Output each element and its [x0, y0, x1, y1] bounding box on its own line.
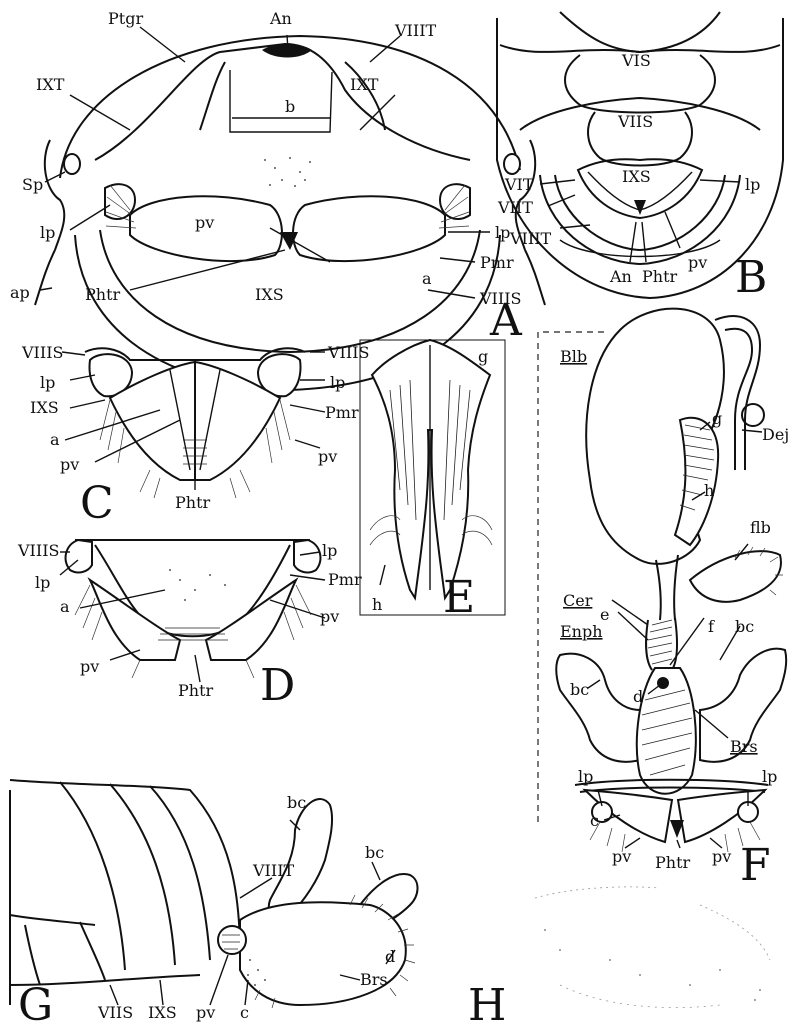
label-enph: Enph	[560, 622, 603, 641]
label-lp-right: lp	[330, 373, 345, 392]
label-pv-right: pv	[318, 447, 337, 466]
label-bc-lower: bc	[365, 843, 384, 862]
label-sp: Sp	[22, 175, 43, 194]
figure-a: Ptgr An VIIIT IXT IXT b Sp lp lp pv Pmr …	[10, 9, 545, 390]
label-lp-right: lp	[495, 223, 510, 242]
panel-letter-f: F	[740, 840, 771, 891]
panel-letter-g: G	[18, 980, 53, 1027]
label-viiit: VIIIT	[252, 861, 295, 880]
figure-e: g h E	[360, 340, 505, 623]
panel-letter-d: D	[260, 660, 295, 711]
label-b: b	[285, 97, 295, 116]
label-pv-left: pv	[612, 847, 631, 866]
label-h: h	[372, 595, 382, 614]
label-c: c	[590, 811, 599, 830]
label-brs: Brs	[360, 970, 388, 989]
label-phtr: Phtr	[175, 493, 211, 512]
label-viit: VIIT	[497, 198, 533, 217]
label-pv-left: pv	[80, 657, 99, 676]
figure-d: VIIIS lp lp Pmr a pv pv Phtr D	[17, 540, 362, 711]
label-lp-left: lp	[578, 767, 593, 786]
label-h: h	[704, 481, 714, 500]
label-pv: pv	[195, 213, 214, 232]
figure-g: bc bc VIIIT d Brs VIIS IXS pv c G	[10, 780, 418, 1027]
label-viiit: VIIIT	[394, 21, 437, 40]
label-viiit: VIIIT	[509, 229, 552, 248]
label-phtr: Phtr	[85, 285, 121, 304]
label-lp-left: lp	[40, 373, 55, 392]
label-viiis-left: VIIIS	[21, 343, 63, 362]
label-c: c	[240, 1003, 249, 1022]
panel-letter-h: H	[468, 980, 506, 1027]
label-an: An	[269, 9, 292, 28]
figure-h: H	[468, 887, 770, 1027]
label-pv-left: pv	[60, 455, 79, 474]
figure-c: VIIIS VIIIS lp lp IXS Pmr a pv pv Phtr C	[21, 343, 369, 529]
label-bc-left: bc	[570, 680, 589, 699]
label-dej: Dej	[762, 425, 789, 444]
label-lp-left: lp	[40, 223, 55, 242]
label-an: An	[609, 267, 632, 286]
label-pmr: Pmr	[480, 253, 514, 272]
label-ixt-left: IXT	[36, 75, 65, 94]
label-flb: flb	[750, 518, 771, 537]
label-f: f	[708, 617, 715, 636]
label-ixs: IXS	[622, 167, 651, 186]
label-brs: Brs	[730, 737, 758, 756]
label-vit: VIT	[504, 175, 534, 194]
label-a: a	[422, 269, 432, 288]
label-cer: Cer	[563, 591, 593, 610]
label-lp-right: lp	[762, 767, 777, 786]
label-ap: ap	[10, 283, 30, 302]
label-viis: VIIS	[617, 112, 653, 131]
label-bc-right: bc	[735, 617, 754, 636]
label-viiis: VIIIS	[17, 541, 59, 560]
label-viis: VIIS	[97, 1003, 133, 1022]
label-phtr: Phtr	[642, 267, 678, 286]
label-ptgr: Ptgr	[108, 9, 143, 28]
label-phtr: Phtr	[178, 681, 214, 700]
label-a: a	[50, 430, 60, 449]
label-pv: pv	[196, 1003, 215, 1022]
label-pmr: Pmr	[328, 570, 362, 589]
label-phtr: Phtr	[655, 853, 691, 872]
label-bc-upper: bc	[287, 793, 306, 812]
label-lp: lp	[745, 175, 760, 194]
figure-b: VIS VIIS VIT IXS lp VIIT VIIIT An Phtr p…	[497, 12, 783, 303]
label-ixs: IXS	[30, 398, 59, 417]
label-lp-left: lp	[35, 573, 50, 592]
label-ixs: IXS	[148, 1003, 177, 1022]
label-d: d	[633, 687, 643, 706]
label-pmr: Pmr	[325, 403, 359, 422]
figure-f: Blb Dej g h flb Cer e Enph f bc d bc Brs…	[538, 309, 789, 891]
panel-letter-e: E	[443, 572, 475, 623]
panel-letter-a: A	[489, 295, 523, 346]
panel-letter-b: B	[735, 252, 767, 303]
label-ixt-right: IXT	[350, 75, 379, 94]
label-viiis-right: VIIIS	[327, 343, 369, 362]
label-ixs: IXS	[255, 285, 284, 304]
label-lp-right: lp	[322, 541, 337, 560]
panel-letter-c: C	[80, 478, 114, 529]
label-blb: Blb	[560, 347, 587, 366]
label-g: g	[712, 409, 722, 428]
label-pv-right: pv	[320, 607, 339, 626]
label-a: a	[60, 597, 70, 616]
label-pv-right: pv	[712, 847, 731, 866]
label-pv: pv	[688, 253, 707, 272]
label-d: d	[385, 947, 395, 966]
label-g: g	[478, 347, 488, 366]
label-vis: VIS	[621, 51, 651, 70]
